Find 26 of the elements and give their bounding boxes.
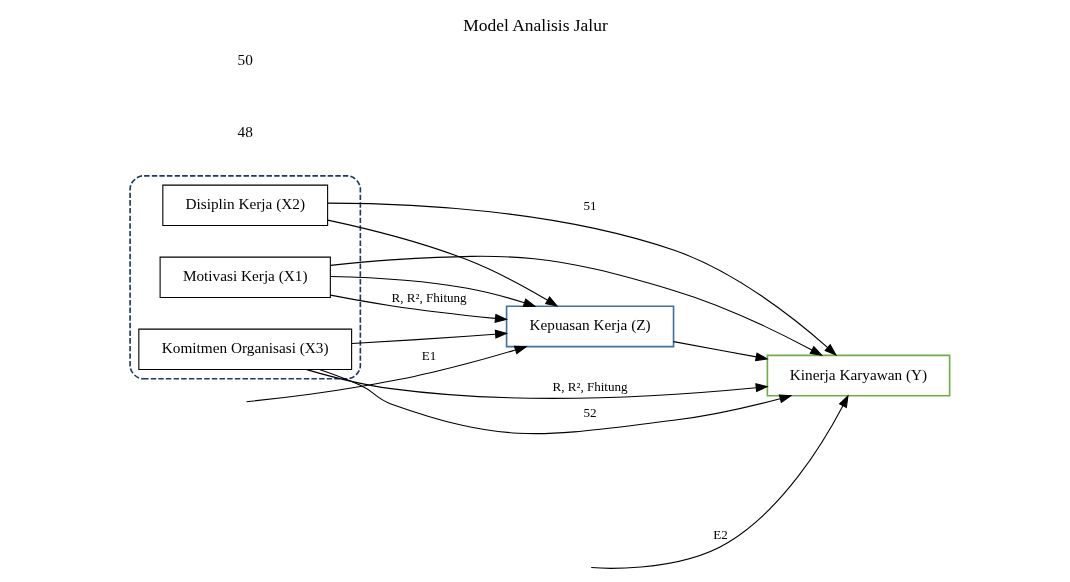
arrow — [672, 341, 769, 362]
node-box: Motivasi Kerja (X1) — [159, 256, 331, 299]
edge-label: R, R², Fhitung — [551, 379, 628, 395]
diagram-title: Model Analisis Jalur — [462, 15, 608, 36]
arrow — [329, 275, 536, 307]
arrow — [350, 329, 508, 345]
node-box: Komitmen Organisasi (X3) — [137, 328, 352, 371]
arrow — [245, 345, 528, 403]
edge-label: R, R², Fhitung — [391, 289, 467, 305]
edge-label: E2 — [712, 526, 728, 542]
edge-label: E1 — [421, 347, 436, 363]
node-box: Kinerja Karyawan (Y) — [766, 354, 950, 397]
label: 50 — [237, 51, 253, 69]
arrow — [329, 255, 823, 356]
arrow — [318, 369, 792, 435]
arrow — [590, 394, 849, 569]
cluster — [128, 175, 361, 380]
edge-label: 52 — [583, 404, 597, 420]
edge-label: 51 — [583, 198, 597, 214]
node-box: Kepuasan Kerja (Z) — [505, 305, 674, 348]
arrow — [329, 294, 508, 323]
arrow — [326, 202, 837, 356]
arrow — [305, 369, 769, 399]
node-box: Disiplin Kerja (X2) — [161, 184, 328, 226]
label: 48 — [237, 123, 253, 141]
arrow — [326, 219, 558, 307]
